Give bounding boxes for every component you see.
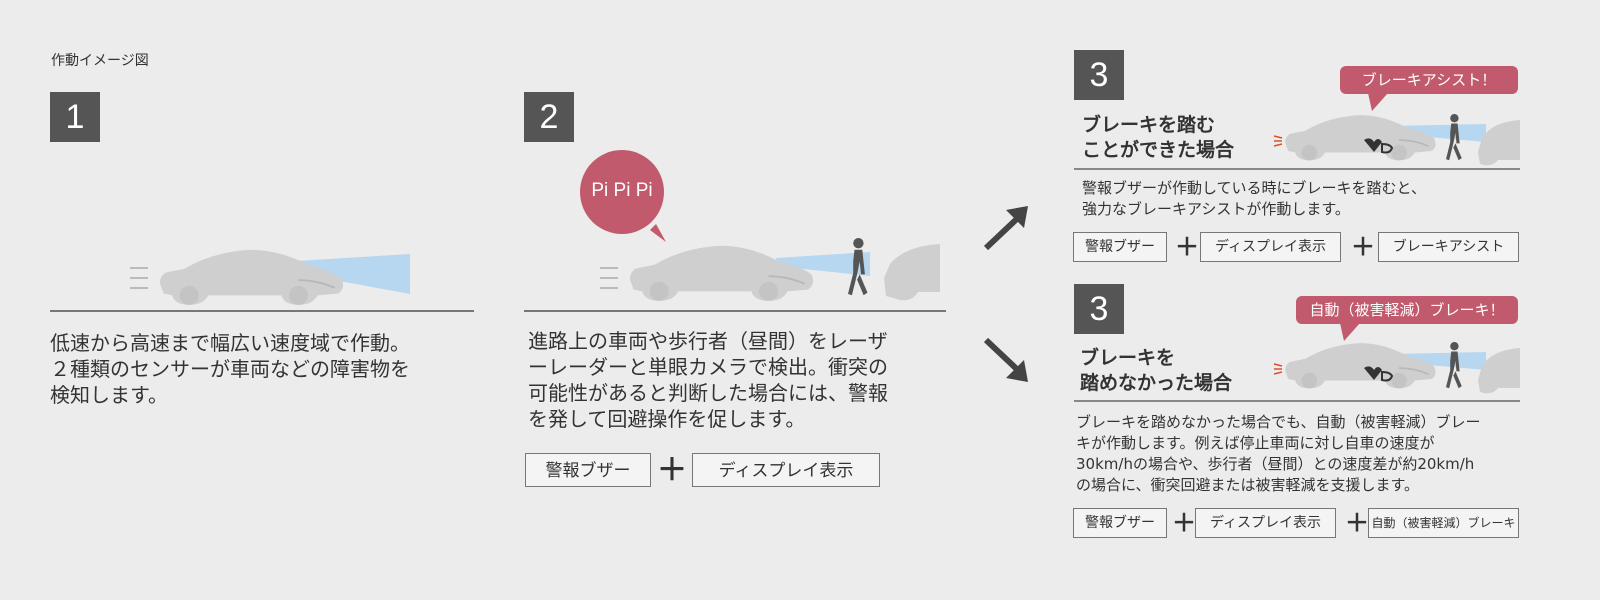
desc-line: 強力なブレーキアシストが作動します。 (1082, 200, 1350, 218)
arrow-down-right-icon (983, 337, 1028, 382)
desc-line: キが作動します。例えば停止車両に対し自車の速度が (1076, 434, 1435, 452)
brake-light-icon (1273, 363, 1283, 375)
car-icon (629, 244, 815, 302)
road-line-3b (1074, 400, 1520, 402)
car-pedestrian-illustration (600, 238, 940, 302)
desc-line: 30km/hの場合や、歩行者（昼間）との速度差が約20km/h (1076, 455, 1475, 473)
callout-tail (1340, 323, 1360, 341)
step-number-1: 1 (50, 92, 100, 142)
component-display: ディスプレイ表示 (1195, 508, 1336, 538)
plus-sign: ＋ (1175, 233, 1199, 261)
title-line: ことができた場合 (1082, 139, 1235, 161)
car-icon (1284, 342, 1437, 390)
panel3a-description: 警報ブザーが作動している時にブレーキを踏むと、 強力なブレーキアシストが作動しま… (1082, 178, 1522, 220)
plus-sign: ＋ (1345, 509, 1369, 537)
sensor-beam (280, 254, 410, 294)
plus-sign: ＋ (1351, 233, 1375, 261)
component-warning-buzzer: 警報ブザー (1073, 508, 1167, 538)
auto-brake-illustration (1273, 342, 1520, 394)
component-auto-brake: 自動（被害軽減）ブレーキ (1368, 508, 1519, 538)
desc-line: 進路上の車両や歩行者（昼間）をレーザ (528, 329, 888, 353)
sensor-beam (1392, 124, 1486, 142)
component-brake-assist: ブレーキアシスト (1378, 232, 1519, 262)
plus-sign: ＋ (1172, 509, 1196, 537)
desc-line: ２種類のセンサーが車両などの障害物を (50, 357, 410, 381)
panel2-description: 進路上の車両や歩行者（昼間）をレーザ ーレーダーと単眼カメラで検出。衝突の 可能… (528, 328, 948, 432)
desc-line: 警報ブザーが作動している時にブレーキを踏むと、 (1082, 179, 1426, 197)
step-number-3a: 3 (1074, 50, 1124, 100)
desc-line: の場合に、衝突回避または被害軽減を支援します。 (1076, 476, 1420, 494)
component-display: ディスプレイ表示 (1200, 232, 1341, 262)
brake-light-icon (1273, 135, 1283, 147)
road-line-2 (524, 310, 946, 312)
component-display: ディスプレイ表示 (692, 453, 880, 487)
arrow-up-right-icon (983, 206, 1028, 251)
car-icon (884, 244, 940, 301)
bubble-text: Pi Pi Pi (591, 180, 653, 201)
sensor-beam (1392, 352, 1486, 370)
desc-line: を発して回避操作を促します。 (528, 407, 806, 431)
car-icon (1284, 114, 1437, 162)
speed-lines-icon (130, 267, 148, 289)
road-line-3a (1074, 168, 1520, 170)
speed-lines-icon (600, 267, 618, 289)
plus-sign: ＋ (657, 453, 687, 488)
step-number-3b: 3 (1074, 284, 1124, 334)
component-warning-buzzer: 警報ブザー (1073, 232, 1167, 262)
panel3b-description: ブレーキを踏めなかった場合でも、自動（被害軽減）ブレー キが作動します。例えば停… (1076, 412, 1522, 496)
car-icon (1478, 348, 1520, 394)
foot-brake-icon (1364, 138, 1394, 154)
step-number-2: 2 (524, 92, 574, 142)
panel1-description: 低速から高速まで幅広い速度域で作動。 ２種類のセンサーが車両などの障害物を 検知… (50, 330, 480, 408)
desc-line: 低速から高速まで幅広い速度域で作動。 (50, 331, 410, 355)
callout-tail (1368, 93, 1388, 111)
brake-assist-illustration (1273, 114, 1520, 166)
desc-line: 可能性があると判断した場合には、警報 (528, 381, 888, 405)
panel3a-title: ブレーキを踏む ことができた場合 (1082, 113, 1234, 163)
sensor-beam (776, 252, 870, 276)
car-with-sensor-illustration (130, 248, 410, 306)
callout-brake-assist: ブレーキアシスト！ (1340, 66, 1518, 94)
foot-brake-icon (1364, 366, 1394, 382)
car-icon (159, 248, 345, 306)
diagram-heading: 作動イメージ図 (51, 53, 149, 69)
title-line: ブレーキを踏む (1082, 114, 1216, 136)
panel3b-title: ブレーキを 踏めなかった場合 (1080, 346, 1232, 396)
desc-line: 検知します。 (50, 383, 168, 407)
desc-line: ーレーダーと単眼カメラで検出。衝突の (528, 355, 888, 379)
desc-line: ブレーキを踏めなかった場合でも、自動（被害軽減）ブレー (1076, 413, 1481, 431)
callout-auto-brake: 自動（被害軽減）ブレーキ！ (1296, 296, 1518, 324)
component-warning-buzzer: 警報ブザー (525, 453, 651, 487)
car-icon (1478, 120, 1520, 166)
road-line-1 (50, 310, 474, 312)
title-line: 踏めなかった場合 (1080, 372, 1233, 394)
alert-bubble (580, 150, 666, 242)
title-line: ブレーキを (1080, 347, 1176, 369)
